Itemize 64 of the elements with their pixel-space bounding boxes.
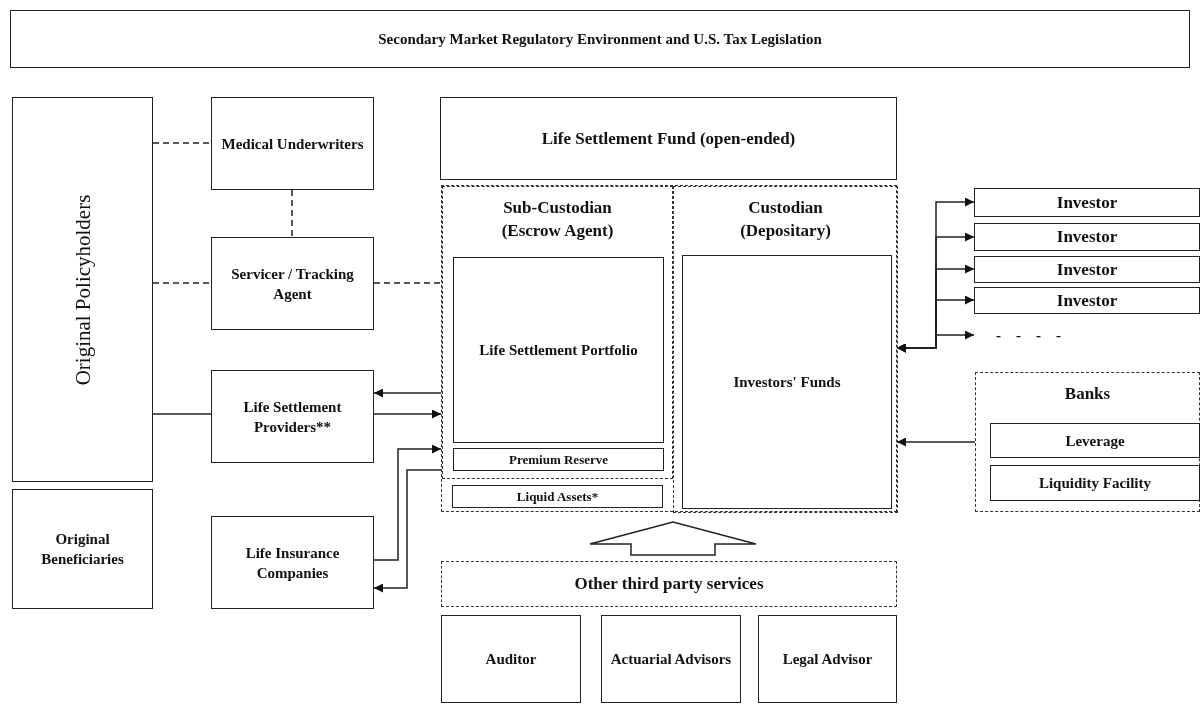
heading: Banks (1063, 383, 1112, 405)
node-label: Other third party services (573, 572, 765, 595)
entity-box (211, 97, 374, 190)
entity-box (440, 97, 897, 180)
node-label: Liquidity Facility (1037, 473, 1153, 493)
connector-line (291, 189, 293, 238)
node-label: Servicer / Tracking Agent (230, 264, 355, 304)
node-label: Actuarial Advisors (609, 649, 733, 669)
node-label: Secondary Market Regulatory Environment and U.S. Tax Legislation (377, 29, 823, 49)
entity-box (974, 287, 1200, 314)
entity-box (211, 516, 374, 609)
entity-box (758, 615, 897, 703)
node-label: Premium Reserve (508, 450, 609, 469)
arrow (896, 437, 976, 447)
node-label: Medical Underwriters (220, 134, 365, 154)
node-label: Investor (1055, 258, 1119, 281)
entity-box (974, 188, 1200, 217)
arrow (373, 388, 442, 398)
node-label: Liquid Assets* (515, 487, 600, 506)
node-label: Leverage (1064, 431, 1126, 451)
node-label: Life Settlement Portfolio (478, 340, 639, 360)
ellipsis-text: - - - - (974, 322, 1065, 348)
entity-box (601, 615, 741, 703)
node-label: Life Settlement Providers** (242, 397, 343, 437)
node-label: Investor (1055, 191, 1119, 214)
heading: Custodian (Depositary) (739, 197, 832, 242)
entity-box (453, 448, 664, 471)
entity-box (211, 237, 374, 330)
entity-box (974, 256, 1200, 283)
entity-box (682, 255, 892, 509)
entity-box (452, 485, 663, 508)
connector-line (152, 142, 212, 144)
node-label: Investor (1055, 289, 1119, 312)
arrow (373, 469, 442, 593)
heading: Sub-Custodian (Escrow Agent) (500, 197, 615, 242)
title-banner (10, 10, 1190, 68)
dashed-container (975, 372, 1200, 512)
node-label: Legal Advisor (781, 649, 874, 669)
arrow (373, 444, 442, 561)
connector-line (373, 282, 442, 284)
node-label: Investors' Funds (732, 372, 842, 392)
node-label: Investor (1055, 225, 1119, 248)
dashed-container (673, 186, 898, 513)
entity-box (441, 615, 581, 703)
entity-box (974, 223, 1200, 251)
dashed-container (442, 186, 673, 479)
entity-box (211, 370, 374, 463)
dashed-container (441, 561, 897, 607)
node-label: Original Policyholders (69, 194, 96, 385)
entity-box (990, 465, 1200, 501)
arrow (896, 330, 975, 353)
group-box (12, 97, 153, 482)
node-label: Auditor (484, 649, 538, 669)
dashed-container (441, 185, 897, 512)
node-label: Life Insurance Companies (244, 543, 341, 583)
entity-box (453, 257, 664, 443)
node-label: Original Beneficiaries (40, 529, 125, 569)
connector-line (152, 413, 212, 415)
connector-line (152, 282, 212, 284)
arrow (373, 409, 442, 419)
block-arrow (589, 521, 757, 556)
node-label: Life Settlement Fund (open-ended) (540, 127, 797, 150)
entity-box (12, 489, 153, 609)
entity-box (990, 423, 1200, 458)
